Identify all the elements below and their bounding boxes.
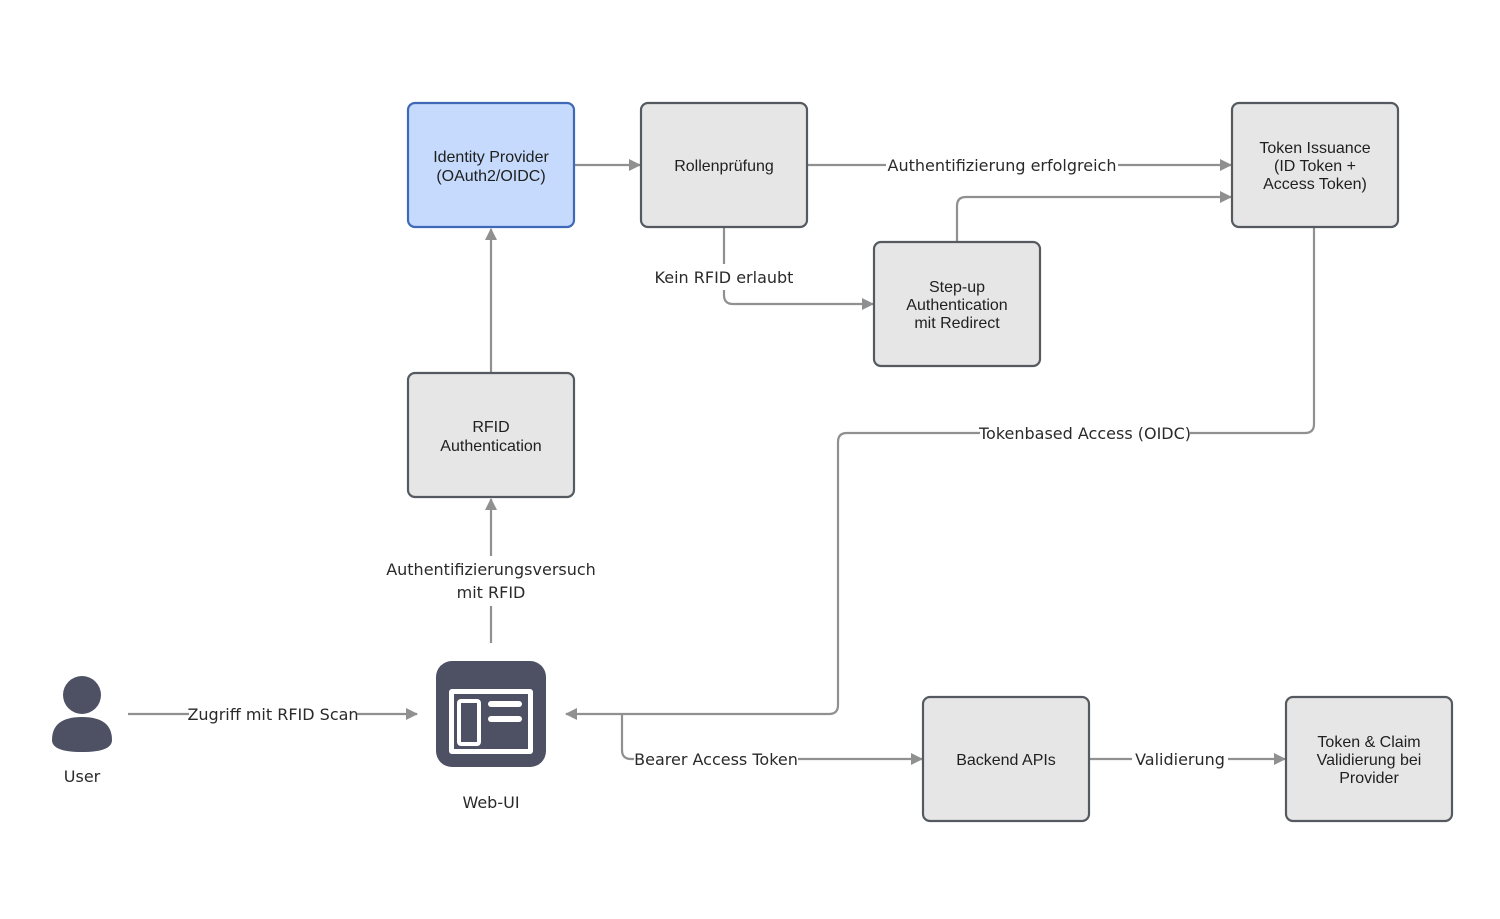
person-icon (52, 676, 112, 752)
svg-text:mit Redirect: mit Redirect (914, 315, 1000, 332)
rfid-auth-node: RFID Authentication (406, 371, 576, 499)
svg-text:mit RFID: mit RFID (457, 583, 526, 602)
svg-text:Authentication: Authentication (440, 438, 541, 455)
svg-text:Validierung bei: Validierung bei (1317, 752, 1422, 769)
svg-text:Access Token): Access Token) (1263, 176, 1367, 193)
label-no-rfid: Kein RFID erlaubt (654, 264, 794, 290)
svg-text:Authentication: Authentication (906, 297, 1007, 314)
step-up-auth-node: Step-up Authentication mit Redirect (872, 240, 1042, 368)
svg-text:Tokenbased Access (OIDC): Tokenbased Access (OIDC) (978, 424, 1191, 443)
identity-provider-node: Identity Provider (OAuth2/OIDC) (406, 101, 576, 229)
user-label: User (64, 767, 101, 786)
svg-text:Kein RFID erlaubt: Kein RFID erlaubt (655, 268, 794, 287)
svg-text:Validierung: Validierung (1135, 750, 1225, 769)
user-actor: User (52, 676, 112, 786)
label-validation: Validierung (1132, 746, 1228, 772)
token-issuance-node: Token Issuance (ID Token + Access Token) (1230, 101, 1400, 229)
web-ui-actor: Web-UI (436, 661, 546, 812)
svg-text:Rollenprüfung: Rollenprüfung (674, 158, 774, 175)
svg-text:Authentifizierungsversuch: Authentifizierungsversuch (386, 560, 596, 579)
svg-text:Token Issuance: Token Issuance (1259, 140, 1370, 157)
edge-rollen-to-stepup (722, 227, 874, 310)
svg-text:Zugriff mit RFID Scan: Zugriff mit RFID Scan (187, 705, 358, 724)
svg-text:Bearer Access Token: Bearer Access Token (634, 750, 798, 769)
svg-text:Identity Provider: Identity Provider (433, 149, 549, 166)
svg-text:Provider: Provider (1339, 770, 1399, 787)
svg-text:(OAuth2/OIDC): (OAuth2/OIDC) (436, 168, 545, 185)
web-ui-label: Web-UI (462, 793, 519, 812)
svg-text:RFID: RFID (472, 419, 509, 436)
label-token-access: Tokenbased Access (OIDC) (978, 420, 1191, 446)
label-bearer: Bearer Access Token (634, 746, 798, 772)
label-rfid-scan: Zugriff mit RFID Scan (187, 701, 359, 727)
svg-text:(ID Token +: (ID Token + (1274, 158, 1356, 175)
svg-text:Token & Claim: Token & Claim (1317, 734, 1420, 751)
svg-text:Authentifizierung erfolgreich: Authentifizierung erfolgreich (888, 156, 1117, 175)
browser-window-icon (436, 661, 546, 767)
svg-text:Backend APIs: Backend APIs (956, 752, 1056, 769)
edge-token-to-webui (565, 227, 1316, 720)
label-auth-success: Authentifizierung erfolgreich (886, 152, 1118, 178)
edge-stepup-to-token (955, 191, 1232, 242)
backend-apis-node: Backend APIs (921, 695, 1091, 823)
edge-webui-to-backend (620, 714, 923, 765)
token-validation-node: Token & Claim Validierung bei Provider (1284, 695, 1454, 823)
svg-text:Step-up: Step-up (929, 279, 985, 296)
rollenpruefung-node: Rollenprüfung (639, 101, 809, 229)
label-auth-attempt: Authentifizierungsversuch mit RFID (386, 556, 596, 606)
